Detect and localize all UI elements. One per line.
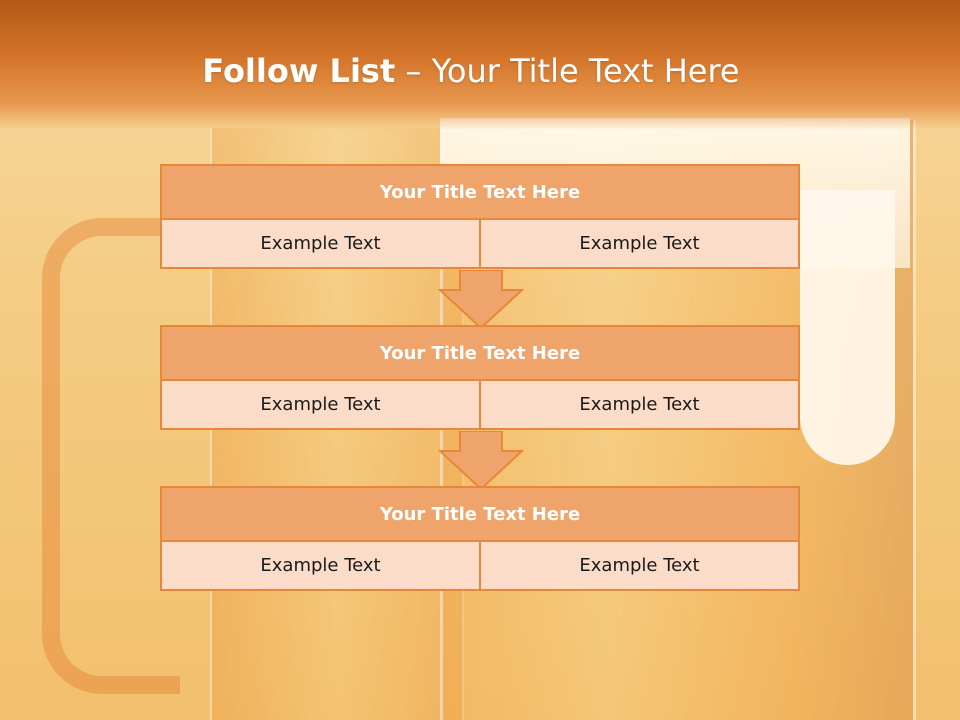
block-title: Your Title Text Here (160, 325, 800, 381)
header-band (0, 0, 960, 130)
block-cell-left: Example Text (260, 394, 381, 415)
block-title: Your Title Text Here (160, 164, 800, 220)
block-row: Example Text Example Text (160, 381, 800, 430)
slide-title-bold: Follow List (202, 52, 396, 90)
down-arrow-icon (438, 431, 524, 491)
slide-title-rest: – Your Title Text Here (395, 52, 740, 90)
block-cell-right: Example Text (479, 220, 798, 267)
mug-handle-decoration (42, 218, 180, 694)
block-cell-right: Example Text (479, 381, 798, 428)
foam-drip-decoration (800, 190, 895, 465)
block-cell-right: Example Text (479, 542, 798, 589)
block-cell-left: Example Text (260, 233, 381, 254)
list-block-1: Your Title Text Here Example Text Exampl… (160, 164, 800, 269)
list-block-2: Your Title Text Here Example Text Exampl… (160, 325, 800, 430)
block-cell-left: Example Text (260, 555, 381, 576)
down-arrow-icon (438, 270, 524, 330)
slide-title: Follow List – Your Title Text Here (0, 52, 942, 90)
block-title: Your Title Text Here (160, 486, 800, 542)
block-row: Example Text Example Text (160, 220, 800, 269)
list-block-3: Your Title Text Here Example Text Exampl… (160, 486, 800, 591)
block-row: Example Text Example Text (160, 542, 800, 591)
